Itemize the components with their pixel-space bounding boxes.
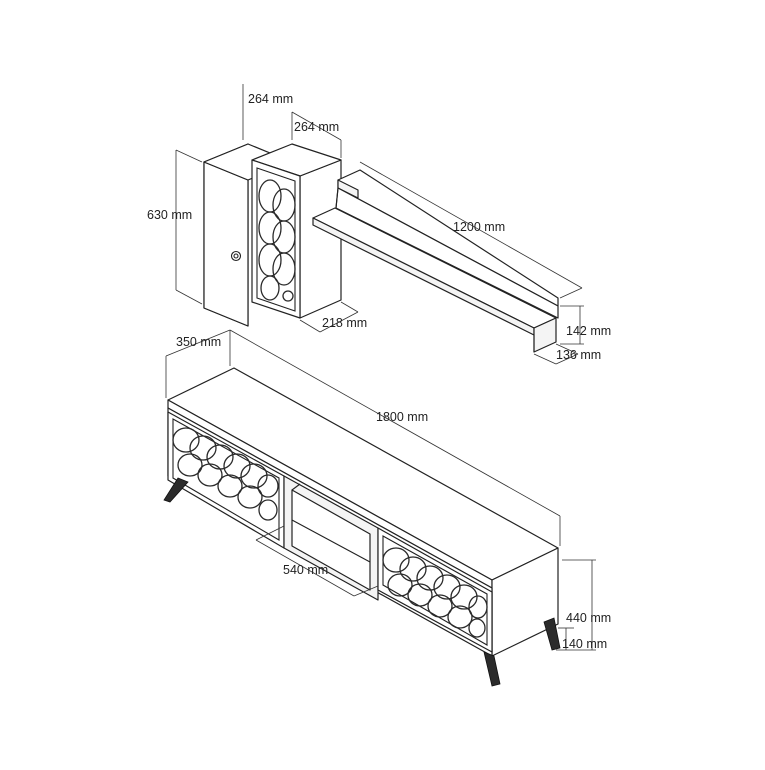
label-tv-length: 1800 mm [376,410,428,424]
dim-shelf-depth: 136 mm [533,343,601,365]
label-cab-top-depth: 264 mm [248,92,293,106]
door-knob-icon [230,250,242,262]
label-cab-depth-right: 264 mm [294,120,339,134]
label-cab-height: 630 mm [147,208,192,222]
tv-stand [163,367,561,687]
label-tv-depth: 350 mm [176,335,221,349]
dim-tv-leg-height: 140 mm [558,627,607,651]
label-tv-height: 440 mm [566,611,611,625]
dim-shelf-length: 1200 mm [359,161,583,299]
left-cabinet-front [203,161,249,327]
tv-leg-back-right [543,617,561,651]
label-shelf-depth: 136 mm [556,348,601,362]
lattice-ornament-icon [258,179,296,302]
right-cabinet-side [299,159,342,319]
label-tv-compartment: 540 mm [283,563,328,577]
tv-left-lattice-icon [172,427,279,521]
dim-tv-depth: 350 mm [165,329,231,398]
dim-cab-top-depth: 264 mm [242,84,293,140]
dim-cab-width: 218 mm [299,301,367,333]
dim-tv-height: 440 mm [556,559,611,651]
tv-leg-front-left [163,477,189,503]
dim-cab-height: 630 mm [147,149,203,305]
label-shelf-length: 1200 mm [453,220,505,234]
label-cab-width: 218 mm [322,316,367,330]
wall-cabinet-right [251,143,342,319]
label-tv-leg-height: 140 mm [562,637,607,651]
tv-right-lattice-icon [382,547,488,638]
label-shelf-height: 142 mm [566,324,611,338]
dim-tv-compartment: 540 mm [255,525,379,597]
tv-leg-front-right [483,651,501,687]
tv-compartment-shelf [291,519,371,563]
dim-shelf-height: 142 mm [560,305,611,345]
dim-cab-depth-right: 264 mm [291,111,342,158]
wall-shelf [312,169,559,353]
dim-tv-length: 1800 mm [229,329,561,546]
